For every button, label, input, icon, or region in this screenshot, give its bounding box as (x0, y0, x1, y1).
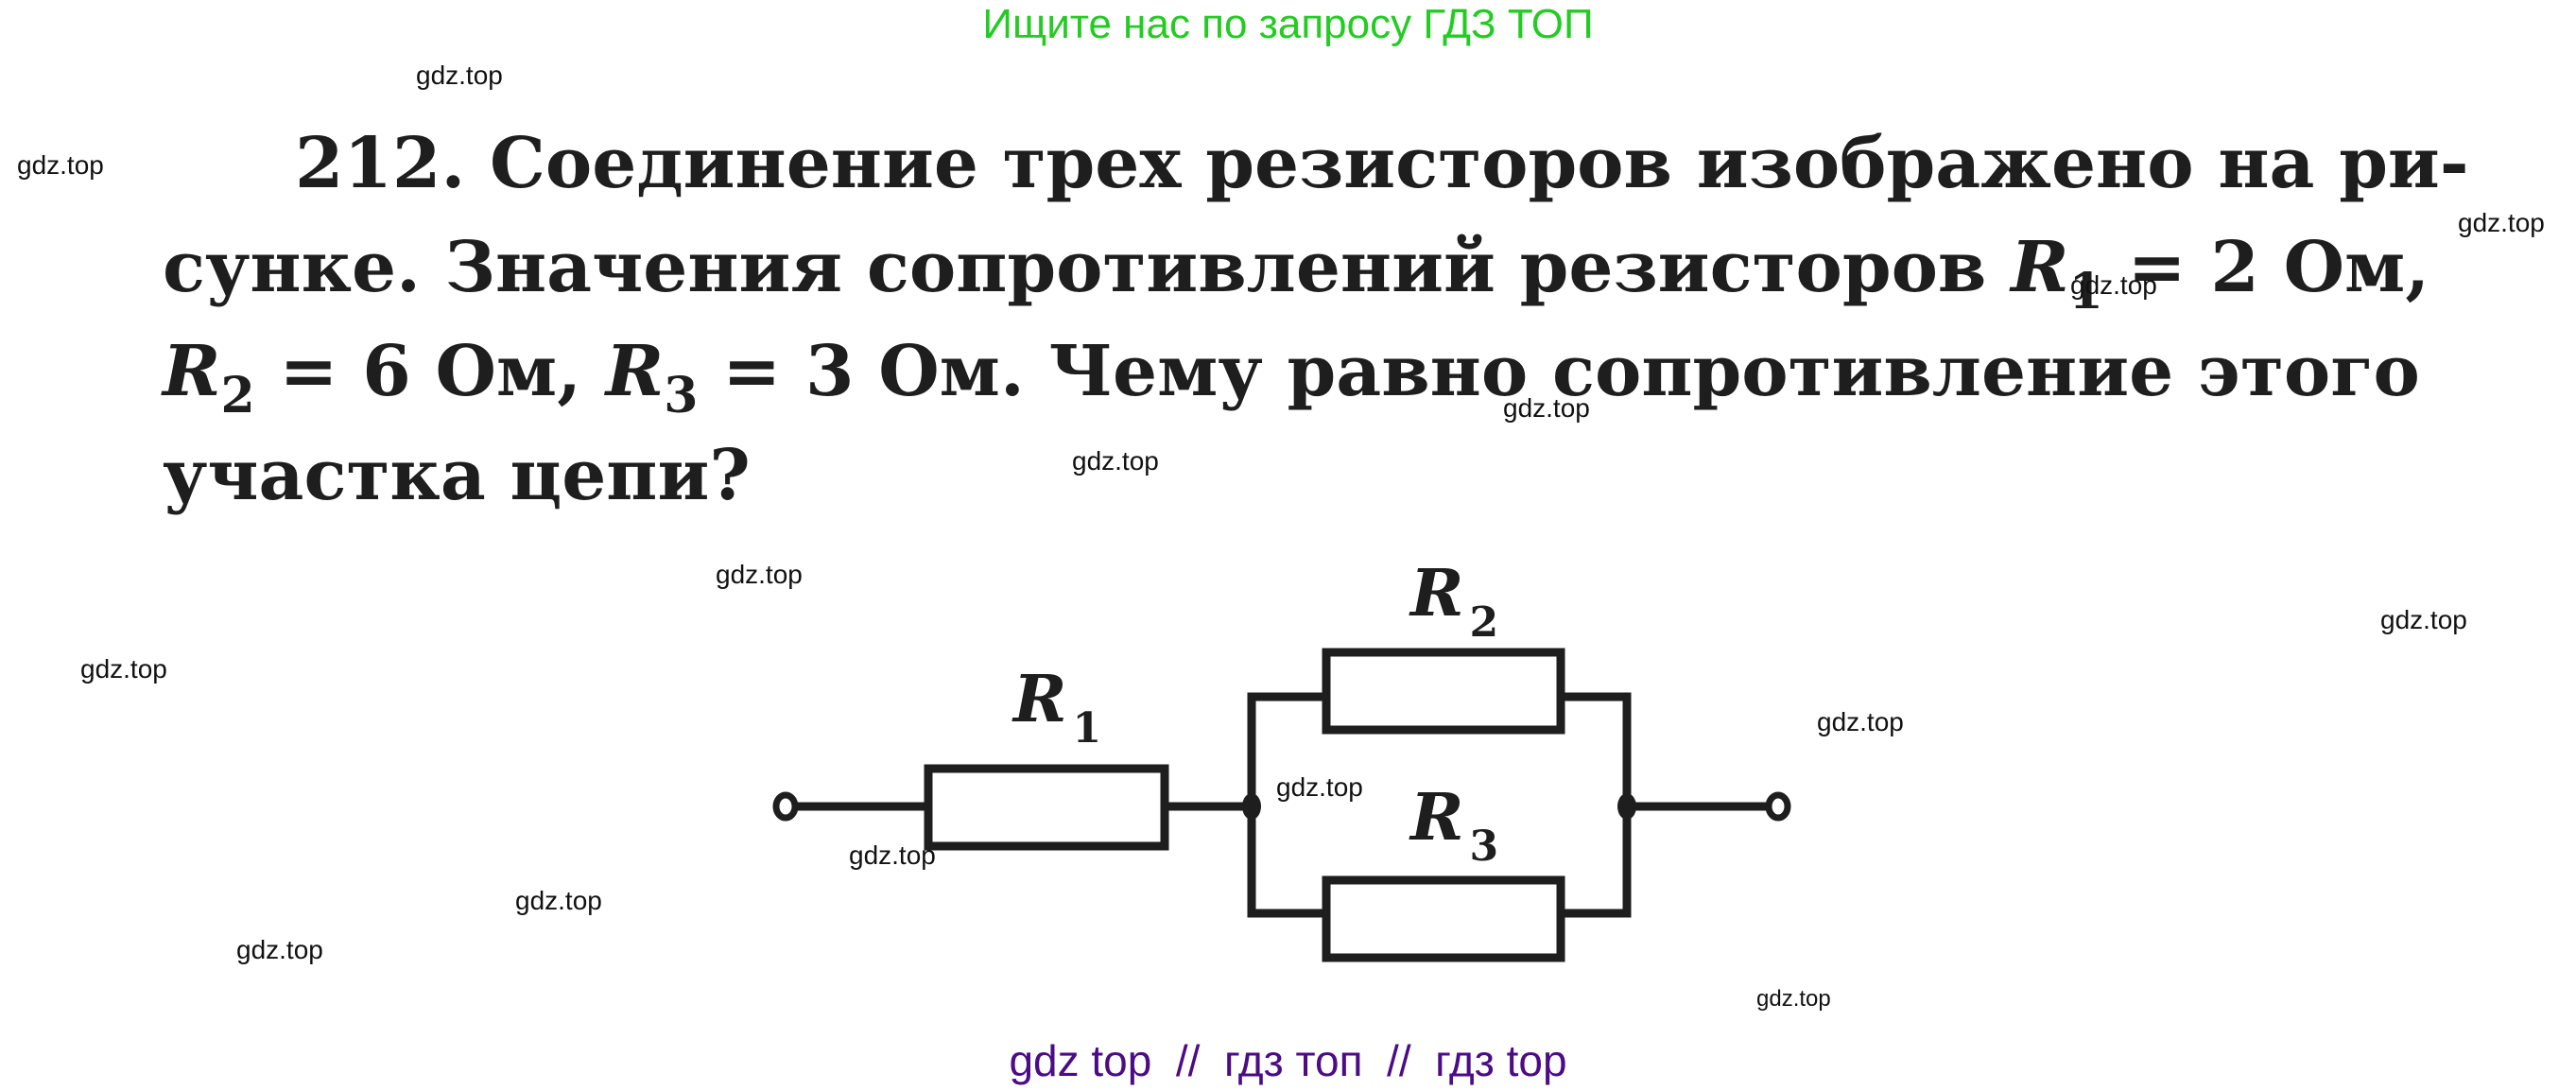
r1-label-sub: 1 (1072, 704, 1102, 753)
problem-line-1: 212. Соединение трех резисторов изображе… (163, 112, 2469, 216)
watermark-text: gdz.top (416, 61, 503, 90)
problem-line-2-text: сунке. Значения сопротивлений резисторов (163, 227, 1987, 308)
problem-line-4-text: участка цепи? (163, 435, 751, 516)
watermark-text: gdz.top (1276, 772, 1363, 802)
resistor-r3 (1322, 875, 1565, 962)
problem-line-4: участка цепи? (163, 424, 2412, 528)
r2-label-symbol: R (1410, 556, 1464, 632)
search-hint-banner: Ищите нас по запросу ГДЗ ТОП (982, 1, 1594, 47)
r2-label-sub: 2 (1469, 598, 1499, 647)
footer-watermark: gdz top // гдз топ // гдз top (1009, 1036, 1567, 1085)
r1-symbol: R (2011, 227, 2069, 308)
problem-line-1-content: 212. Соединение трех резисторов изображе… (163, 123, 2469, 204)
watermark-text: gdz.top (716, 560, 803, 589)
watermark-text: gdz.top (1756, 986, 1831, 1012)
junction-left-icon (1242, 793, 1261, 820)
junction-right-icon (1617, 793, 1636, 820)
watermark-text: gdz.top (2380, 605, 2467, 634)
watermark-text: gdz.top (849, 840, 936, 870)
watermark-text: gdz.top (2070, 270, 2157, 300)
r1-subscript: 1 (2068, 263, 2103, 320)
r2-symbol: R (163, 331, 221, 412)
watermark-text: gdz.top (1072, 446, 1159, 476)
r3-symbol: R (605, 331, 665, 412)
problem-line-3: R2 = 6 Ом, R3 = 3 Ом. Чему равно сопроти… (163, 320, 2420, 424)
watermark-text: gdz.top (80, 654, 167, 684)
r3-subscript: 3 (664, 367, 699, 424)
terminal-left-icon (772, 791, 799, 822)
terminal-right-icon (1765, 791, 1791, 822)
watermark-text: gdz.top (1503, 393, 1590, 423)
problem-line-1-text: Соединение трех резисторов изображено на… (490, 123, 2469, 204)
watermark-text: gdz.top (1817, 707, 1904, 736)
watermark-text: gdz.top (2458, 208, 2545, 237)
problem-text: 212. Соединение трех резисторов изображе… (163, 112, 2469, 528)
r3-label-symbol: R (1410, 780, 1464, 856)
watermark-text: gdz.top (236, 935, 323, 964)
resistor-r1 (924, 764, 1169, 851)
watermark-text: gdz.top (515, 886, 602, 915)
resistor-r2 (1322, 648, 1565, 735)
watermark-text: gdz.top (17, 150, 104, 180)
r3-label-sub: 3 (1469, 823, 1499, 871)
problem-line-2: сунке. Значения сопротивлений резисторов… (163, 216, 2429, 320)
r2-value: = 6 Ом, (279, 331, 581, 412)
r2-subscript: 2 (220, 367, 255, 424)
problem-number: 212. (295, 123, 466, 204)
r3-value-and-question: = 3 Ом. Чему равно сопротивление этого (722, 331, 2420, 412)
r1-label-symbol: R (1013, 662, 1067, 737)
r1-value: = 2 Ом, (2127, 227, 2430, 308)
